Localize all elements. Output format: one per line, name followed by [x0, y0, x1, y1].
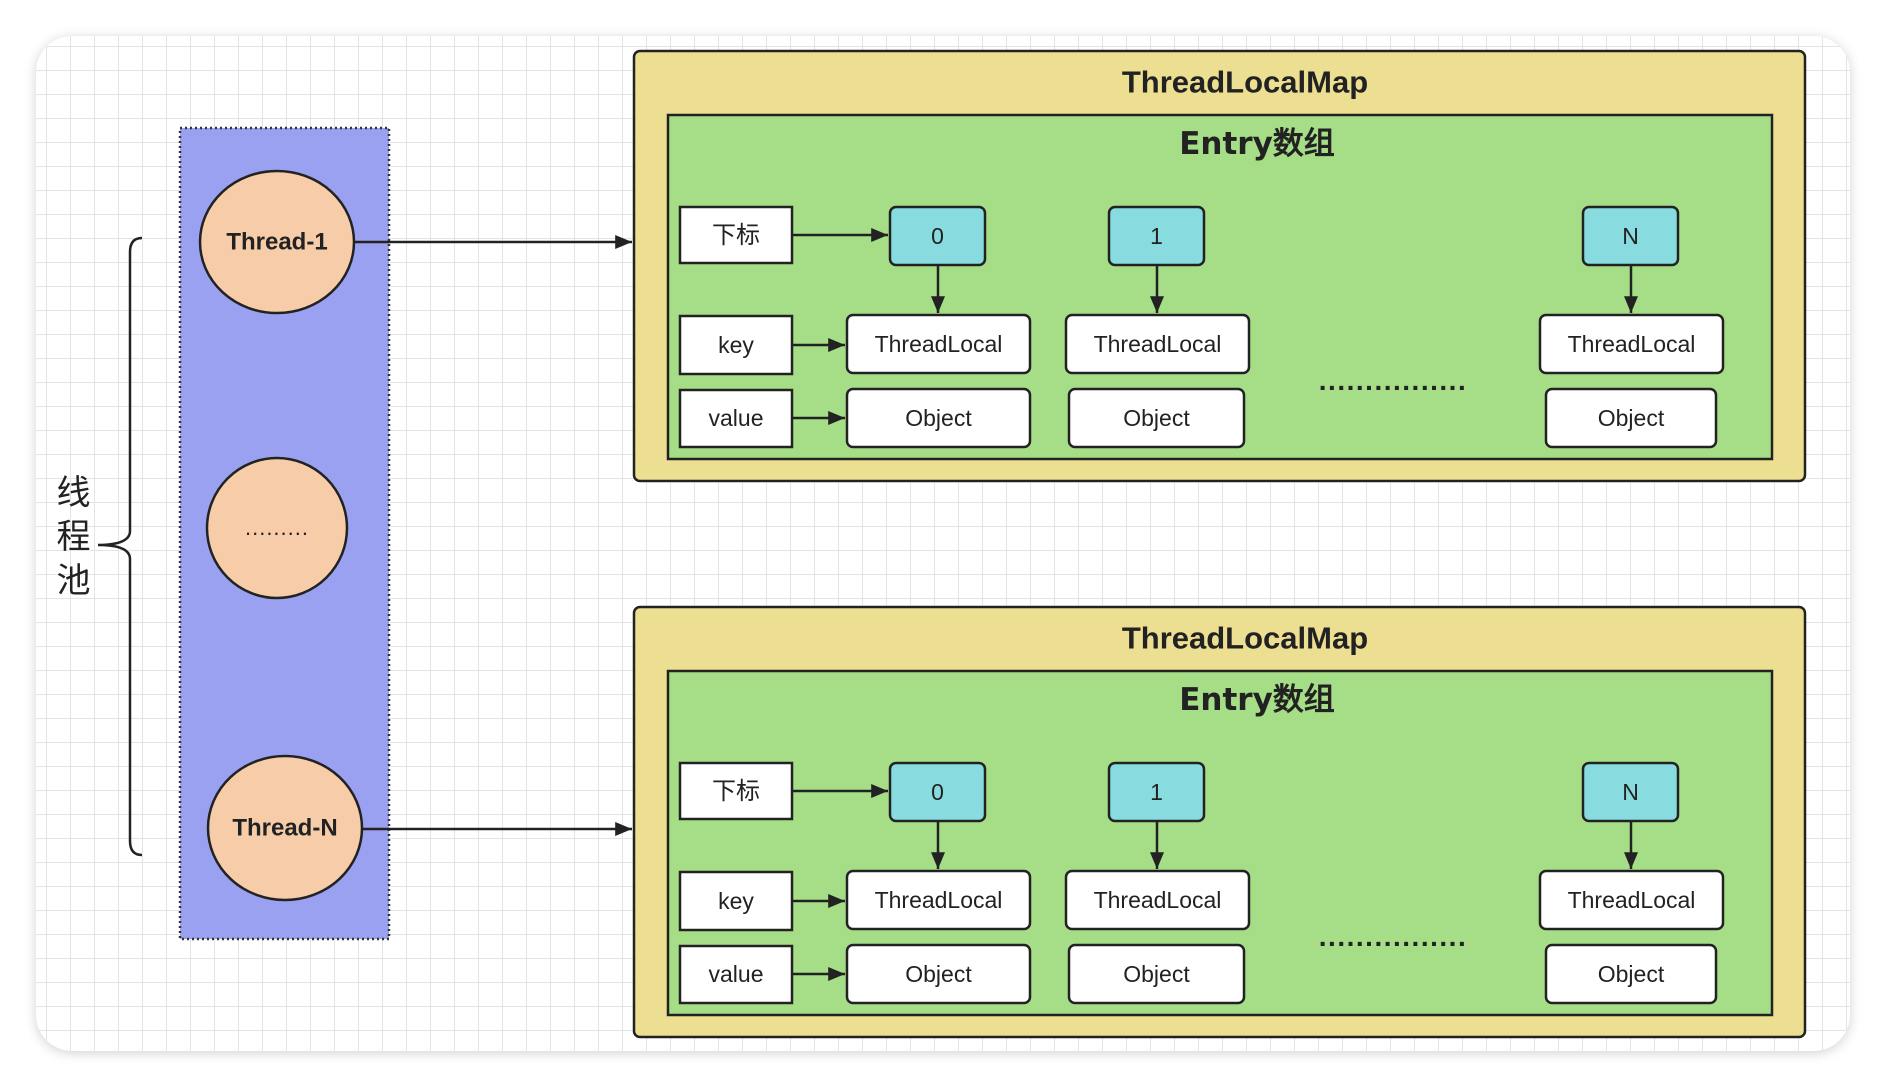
entry-value-box — [845, 387, 1032, 449]
row-label-text: value — [709, 405, 764, 431]
thread-node-1: Thread-1 — [198, 169, 356, 315]
entry-index-text: N — [1622, 779, 1639, 805]
entry-column-1: 1 ThreadLocal Object — [1064, 761, 1251, 1005]
entry-array-title: Entry数组 — [1179, 682, 1335, 718]
thread-node-n: Thread-N — [206, 754, 364, 902]
row-label-box — [678, 314, 794, 376]
entry-key-box — [1064, 869, 1251, 931]
entry-value-box — [1544, 943, 1718, 1005]
row-label-value: value — [678, 388, 794, 449]
entry-key-text: ThreadLocal — [1568, 887, 1696, 913]
entry-key-text: ThreadLocal — [1094, 887, 1222, 913]
row-label-box — [678, 870, 794, 932]
entry-column-0: 0 ThreadLocal Object — [845, 761, 1032, 1005]
entry-value-text: Object — [1598, 961, 1665, 987]
row-label-key: key — [678, 314, 794, 376]
entry-value-text: Object — [1598, 405, 1665, 431]
row-label-box — [678, 205, 794, 265]
row-label-text: key — [718, 888, 754, 914]
entry-column-n: N ThreadLocal Object — [1538, 205, 1725, 449]
entry-value-box — [1067, 387, 1246, 449]
row-label-box — [678, 388, 794, 449]
thread-label: Thread-N — [232, 815, 337, 842]
entry-value-box — [845, 943, 1032, 1005]
thread-label: ......... — [245, 515, 309, 540]
entry-index-text: 1 — [1150, 223, 1163, 249]
row-label-key: key — [678, 870, 794, 932]
thread-label: Thread-1 — [226, 229, 327, 256]
entry-column-n: N ThreadLocal Object — [1538, 761, 1725, 1005]
row-label-text: value — [709, 961, 764, 987]
row-label-value: value — [678, 944, 794, 1005]
entries-ellipsis: ................ — [1319, 921, 1467, 952]
entry-index-text: 0 — [931, 779, 944, 805]
entry-value-text: Object — [905, 961, 972, 987]
thread-circle — [205, 456, 349, 600]
row-label-text: 下标 — [712, 221, 760, 249]
thread-pool: Thread-1 ......... Thread-N — [178, 126, 391, 941]
row-label-index: 下标 — [678, 761, 794, 821]
entry-key-box — [1538, 869, 1725, 931]
entry-key-text: ThreadLocal — [875, 887, 1003, 913]
entries-ellipsis: ................ — [1319, 365, 1467, 396]
thread-node-ellipsis: ......... — [205, 456, 349, 600]
entry-key-text: ThreadLocal — [1094, 331, 1222, 357]
entry-key-text: ThreadLocal — [1568, 331, 1696, 357]
thread-pool-label: 线程池 — [50, 474, 90, 606]
entry-index-text: 0 — [931, 223, 944, 249]
row-label-text: 下标 — [712, 777, 760, 805]
entry-index-text: N — [1622, 223, 1639, 249]
entry-column-1: 1 ThreadLocal Object — [1064, 205, 1251, 449]
entry-key-box — [1538, 313, 1725, 375]
row-label-text: key — [718, 332, 754, 358]
threadlocalmap-title: ThreadLocalMap — [1122, 65, 1368, 100]
entry-key-text: ThreadLocal — [875, 331, 1003, 357]
entry-index-text: 1 — [1150, 779, 1163, 805]
row-label-index: 下标 — [678, 205, 794, 265]
entry-value-text: Object — [1123, 405, 1190, 431]
entry-value-text: Object — [905, 405, 972, 431]
entry-value-box — [1067, 943, 1246, 1005]
threadlocalmap-2: ThreadLocalMap Entry数组 下标 key value 0 Th… — [632, 605, 1807, 1039]
entry-value-text: Object — [1123, 961, 1190, 987]
threadlocalmap-title: ThreadLocalMap — [1122, 621, 1368, 656]
entry-key-box — [845, 869, 1032, 931]
entry-column-0: 0 ThreadLocal Object — [845, 205, 1032, 449]
entry-key-box — [1064, 313, 1251, 375]
entry-array-title: Entry数组 — [1179, 126, 1335, 162]
row-label-box — [678, 761, 794, 821]
thread-pool-brace — [97, 236, 143, 857]
threadlocalmap-1: ThreadLocalMap Entry数组 下标 key value 0 Th… — [632, 49, 1807, 483]
entry-value-box — [1544, 387, 1718, 449]
entry-key-box — [845, 313, 1032, 375]
